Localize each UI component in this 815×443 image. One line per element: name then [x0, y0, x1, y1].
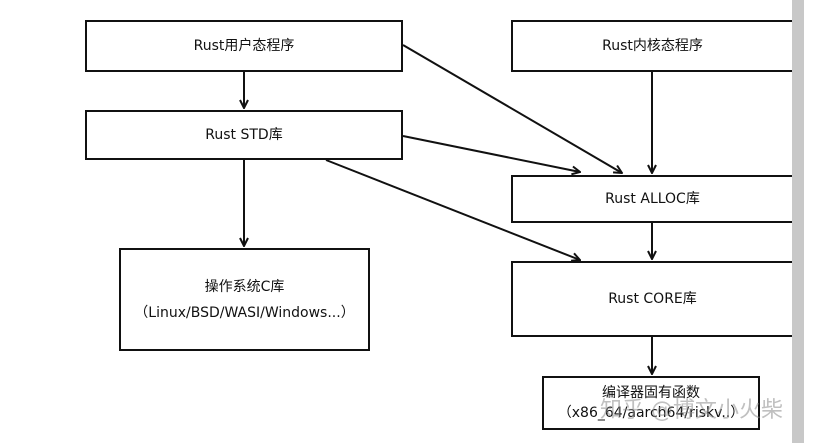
- node-rust-core-label: Rust CORE库: [608, 291, 697, 307]
- arrow-std-to-core: [325, 159, 580, 260]
- node-rust-kernel: Rust内核态程序: [511, 20, 794, 72]
- node-rust-std: Rust STD库: [85, 110, 403, 160]
- node-rust-alloc-label: Rust ALLOC库: [605, 191, 700, 207]
- arrow-std-to-alloc: [402, 135, 580, 172]
- node-os-clib-line1: 操作系统C库: [204, 278, 285, 295]
- node-rust-user: Rust用户态程序: [85, 20, 403, 72]
- node-compiler-intrinsics-line2: （x86_64/aarch64/riskv..）: [557, 405, 745, 421]
- arrow-user-to-alloc: [402, 44, 622, 173]
- node-rust-std-label: Rust STD库: [205, 127, 283, 143]
- node-os-clib: 操作系统C库 （Linux/BSD/WASI/Windows...）: [119, 248, 370, 351]
- node-compiler-intrinsics: 编译器固有函数 （x86_64/aarch64/riskv..）: [542, 376, 760, 430]
- node-rust-core: Rust CORE库: [511, 261, 794, 337]
- node-rust-kernel-label: Rust内核态程序: [602, 38, 703, 54]
- node-os-clib-line2: （Linux/BSD/WASI/Windows...）: [134, 304, 355, 321]
- node-compiler-intrinsics-line1: 编译器固有函数: [602, 385, 700, 401]
- node-rust-user-label: Rust用户态程序: [193, 38, 295, 54]
- watermark-text: 知乎 @博文小火柴: [600, 398, 783, 423]
- node-rust-alloc: Rust ALLOC库: [511, 175, 794, 223]
- vertical-scrollbar[interactable]: [792, 0, 804, 443]
